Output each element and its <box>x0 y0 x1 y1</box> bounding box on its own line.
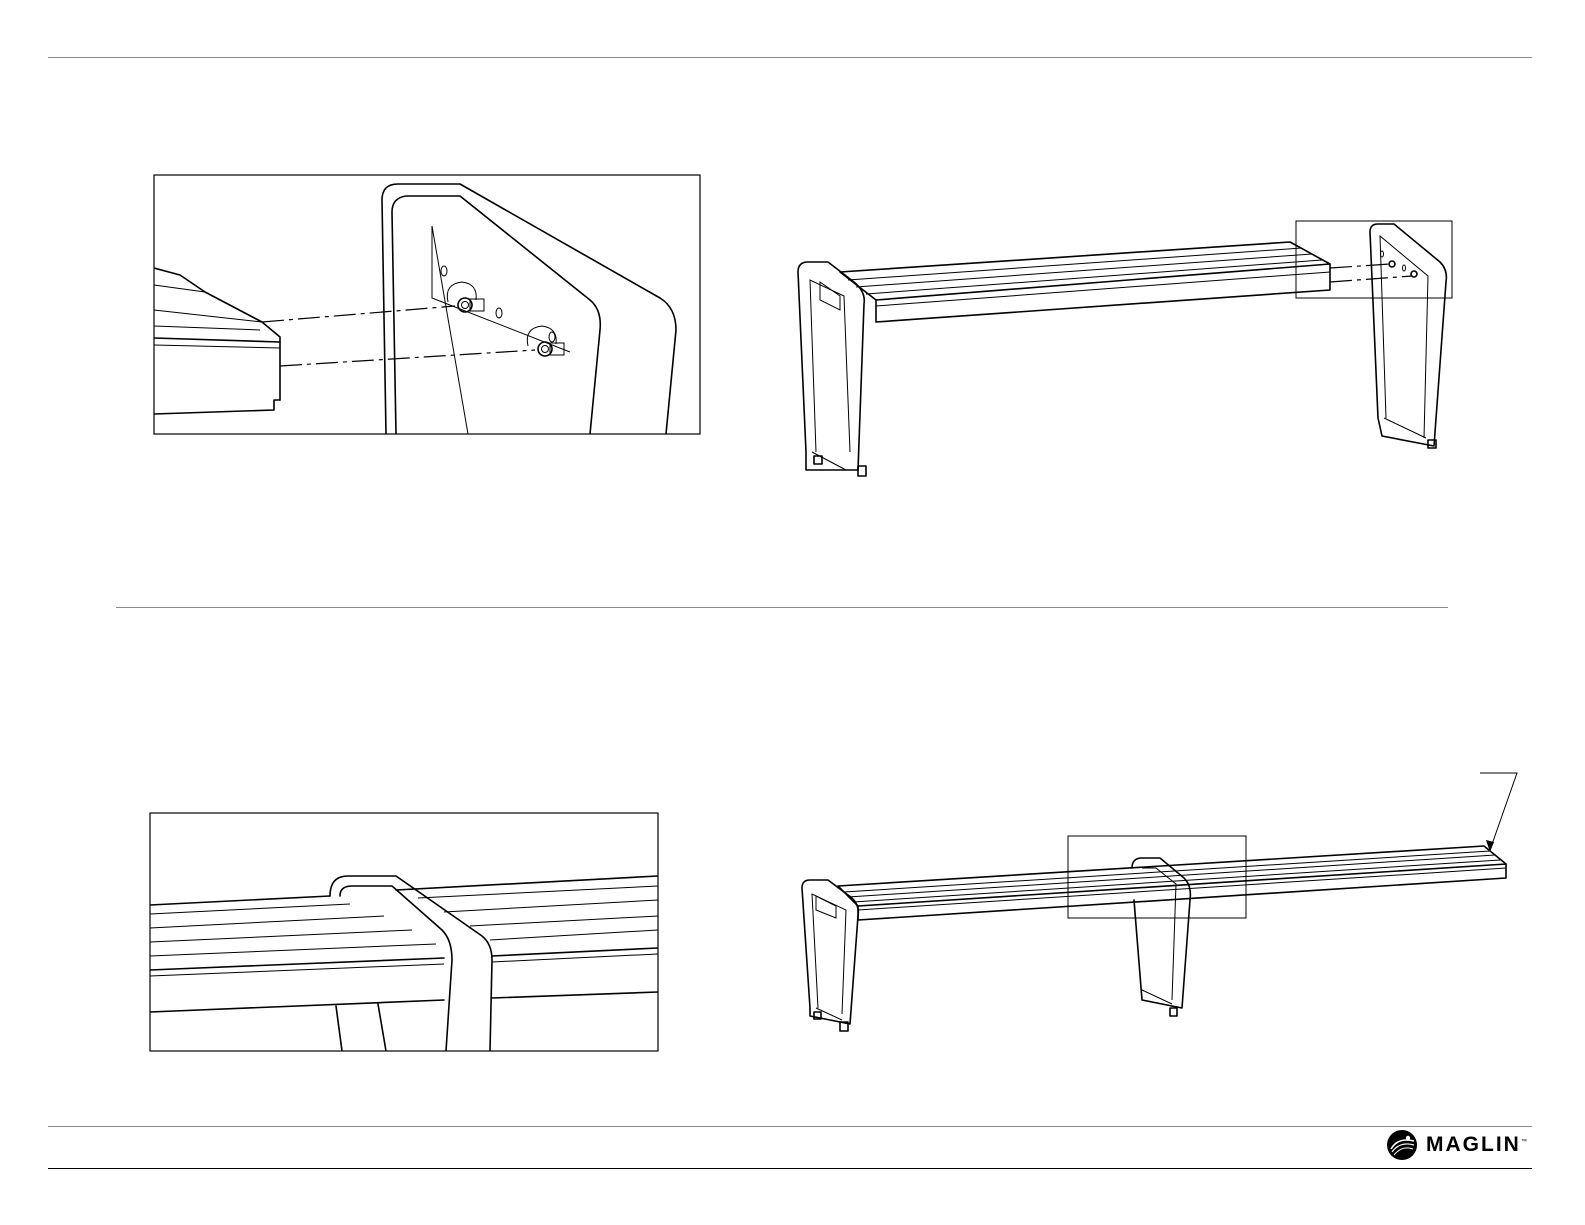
detail-center-leg-over-slats <box>150 813 658 1051</box>
left-leg <box>798 262 866 476</box>
detail-callout-box <box>1296 221 1452 298</box>
seat-slats <box>838 846 1506 920</box>
bench-assembly-end-leg <box>798 221 1452 476</box>
bench-assembly-center-leg <box>802 773 1517 1031</box>
seat-slats <box>840 242 1330 322</box>
maglin-logo: MAGLIN™ <box>1386 1129 1527 1161</box>
maglin-logo-icon <box>1386 1129 1420 1161</box>
leader-arrow <box>1480 773 1517 852</box>
right-leg <box>1330 224 1446 448</box>
detail-leg-bolt-connection <box>154 175 700 434</box>
left-leg <box>802 880 858 1031</box>
brand-name: MAGLIN™ <box>1426 1133 1527 1157</box>
